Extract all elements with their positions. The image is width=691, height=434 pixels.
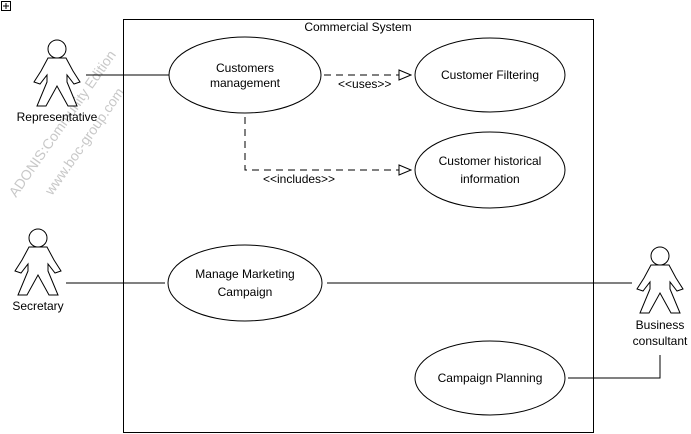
use-case-label: Customer historical — [439, 154, 542, 168]
actor-label: consultant — [633, 334, 688, 348]
use-case-manage-marketing-campaign[interactable]: Manage Marketing Campaign — [167, 244, 323, 322]
use-case-customers-management[interactable]: Customers management — [168, 36, 322, 114]
system-title: Commercial System — [304, 20, 411, 34]
actor-icon — [636, 246, 684, 314]
use-case-customer-historical-information[interactable]: Customer historical information — [414, 131, 566, 209]
association-planning-consultant — [568, 355, 661, 379]
actor-label: Secretary — [12, 299, 63, 313]
use-case-label: Customers — [216, 61, 274, 75]
use-case-customer-filtering[interactable]: Customer Filtering — [414, 37, 566, 113]
use-case-campaign-planning[interactable]: Campaign Planning — [414, 340, 566, 416]
use-case-label: information — [460, 172, 519, 186]
actor-business-consultant[interactable]: Business consultant — [633, 246, 688, 348]
includes-relation — [244, 117, 411, 170]
system-boundary — [123, 19, 594, 433]
uses-label: <<uses>> — [338, 77, 391, 91]
use-case-label: Manage Marketing — [195, 267, 294, 281]
actor-representative[interactable]: Representative — [17, 39, 98, 124]
expand-icon[interactable] — [1, 1, 11, 11]
actor-label: Business — [636, 318, 685, 332]
actor-label: Representative — [17, 110, 98, 124]
actor-icon — [33, 39, 81, 107]
use-case-label: Campaign Planning — [438, 371, 543, 385]
actor-secretary[interactable]: Secretary — [12, 228, 64, 313]
use-case-label: management — [210, 76, 281, 90]
includes-label: <<includes>> — [263, 172, 335, 186]
actor-icon — [14, 228, 62, 296]
use-case-label: Customer Filtering — [441, 68, 539, 82]
use-case-label: Campaign — [218, 285, 273, 299]
